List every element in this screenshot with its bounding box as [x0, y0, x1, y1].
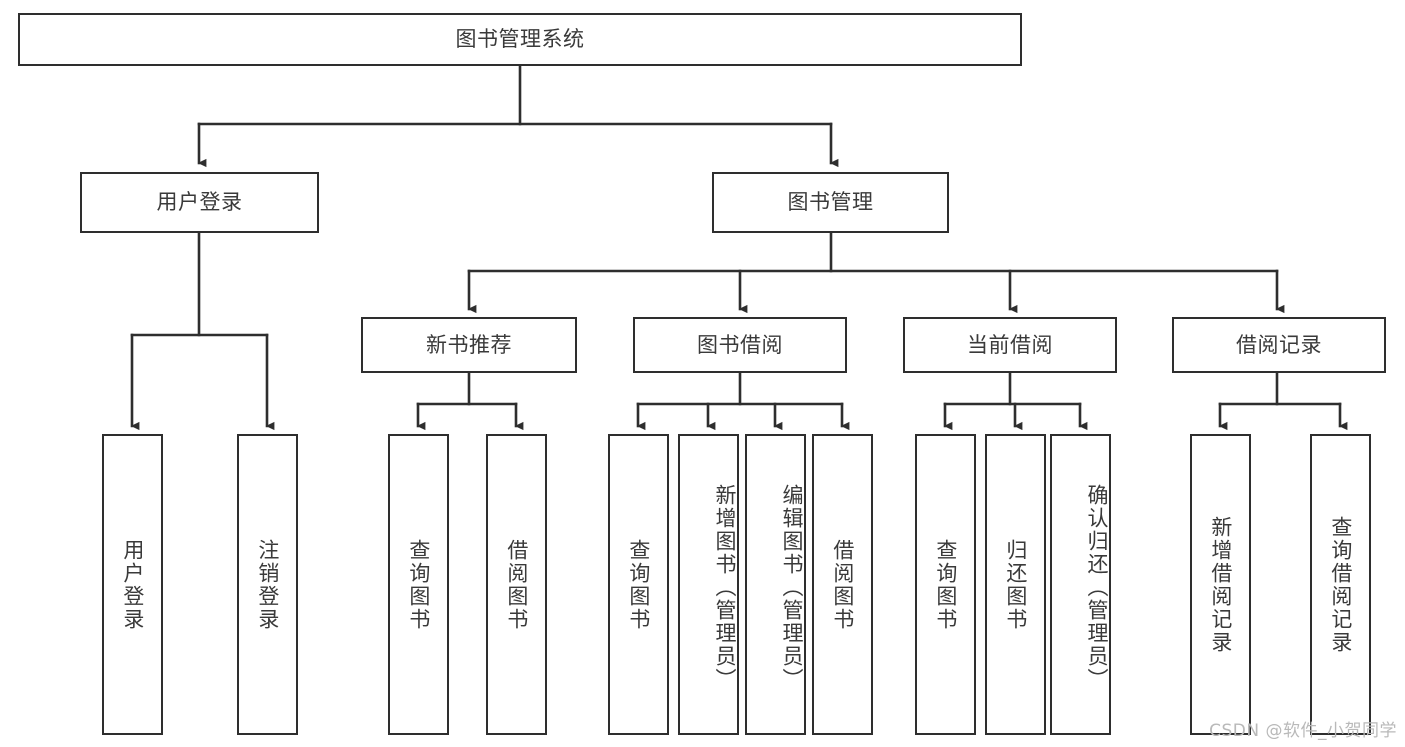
leaf-book-borrow-query[interactable]: 查询图书 [608, 434, 669, 735]
leaf-new-book-borrow[interactable]: 借阅图书 [486, 434, 547, 735]
leaf-borrow-record-add-label: 新增借阅记录 [1208, 515, 1233, 654]
leaf-user-login-logout-label: 注销登录 [255, 538, 280, 631]
leaf-book-borrow-edit[interactable]: 编辑图书（管理员） [745, 434, 806, 735]
leaf-current-borrow-confirm-label: 确认归还（管理员） [1085, 484, 1109, 691]
leaf-new-book-query-label: 查询图书 [406, 538, 431, 631]
node-borrow-record-label: 借阅记录 [1236, 332, 1322, 357]
leaf-user-login-login[interactable]: 用户登录 [102, 434, 163, 735]
node-user-login[interactable]: 用户登录 [80, 172, 319, 233]
node-user-login-label: 用户登录 [156, 190, 243, 215]
leaf-borrow-record-query[interactable]: 查询借阅记录 [1310, 434, 1371, 735]
csdn-watermark: CSDN @软件_小贺同学 [1209, 721, 1397, 741]
leaf-new-book-borrow-label: 借阅图书 [504, 538, 529, 631]
leaf-book-borrow-add[interactable]: 新增图书（管理员） [678, 434, 739, 735]
leaf-current-borrow-return[interactable]: 归还图书 [985, 434, 1046, 735]
leaf-book-borrow-borrow[interactable]: 借阅图书 [812, 434, 873, 735]
leaf-new-book-query[interactable]: 查询图书 [388, 434, 449, 735]
node-borrow-record[interactable]: 借阅记录 [1172, 317, 1386, 373]
leaf-book-borrow-borrow-label: 借阅图书 [830, 538, 855, 631]
leaf-current-borrow-return-label: 归还图书 [1003, 538, 1028, 631]
leaf-current-borrow-query[interactable]: 查询图书 [915, 434, 976, 735]
node-root[interactable]: 图书管理系统 [18, 13, 1022, 66]
node-book-borrow[interactable]: 图书借阅 [633, 317, 847, 373]
leaf-current-borrow-query-label: 查询图书 [933, 538, 958, 631]
leaf-book-borrow-edit-label: 编辑图书（管理员） [780, 484, 804, 691]
node-current-borrow[interactable]: 当前借阅 [903, 317, 1117, 373]
node-book-management-label: 图书管理 [787, 190, 874, 215]
node-new-book-recommend[interactable]: 新书推荐 [361, 317, 577, 373]
node-new-book-recommend-label: 新书推荐 [426, 332, 512, 357]
leaf-user-login-logout[interactable]: 注销登录 [237, 434, 298, 735]
node-book-management[interactable]: 图书管理 [712, 172, 949, 233]
leaf-borrow-record-query-label: 查询借阅记录 [1328, 515, 1353, 654]
leaf-book-borrow-add-label: 新增图书（管理员） [713, 484, 737, 691]
node-current-borrow-label: 当前借阅 [967, 332, 1053, 357]
node-book-borrow-label: 图书借阅 [697, 332, 783, 357]
leaf-book-borrow-query-label: 查询图书 [626, 538, 651, 631]
leaf-current-borrow-confirm[interactable]: 确认归还（管理员） [1050, 434, 1111, 735]
node-root-label: 图书管理系统 [455, 27, 585, 52]
leaf-borrow-record-add[interactable]: 新增借阅记录 [1190, 434, 1251, 735]
leaf-user-login-login-label: 用户登录 [120, 538, 145, 631]
